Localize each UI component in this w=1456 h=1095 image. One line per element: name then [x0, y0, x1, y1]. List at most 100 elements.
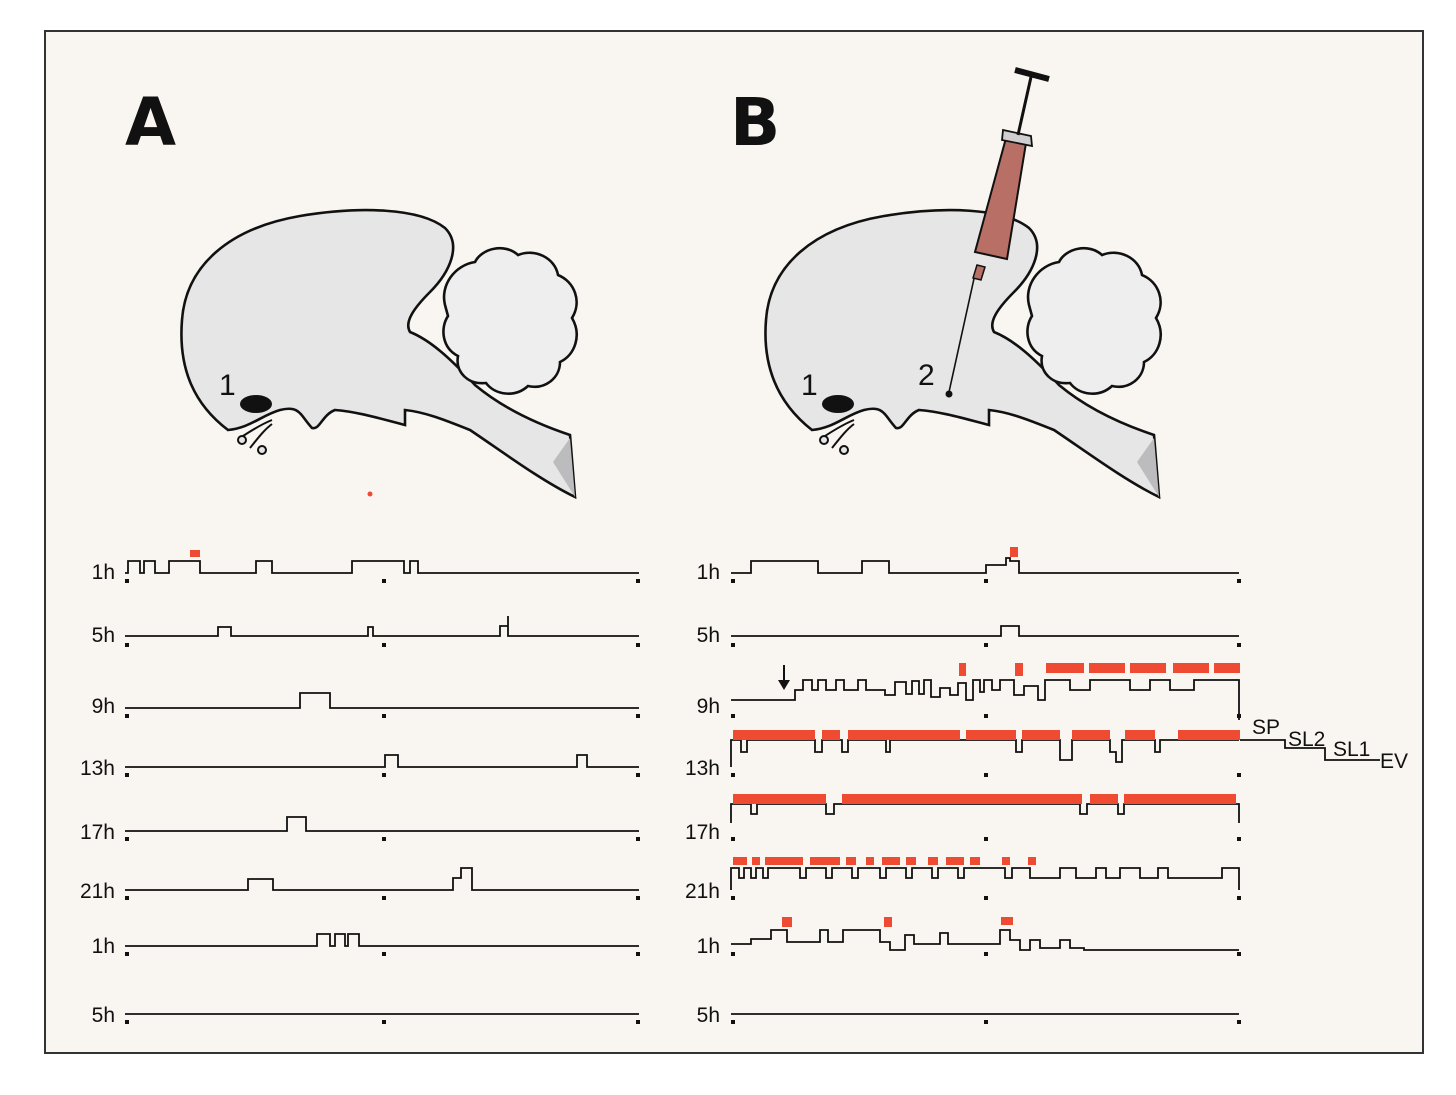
row-label: 1h	[697, 561, 720, 584]
site-label-2: 2	[918, 359, 935, 392]
trace-row	[125, 817, 639, 831]
trace-marker	[636, 896, 640, 900]
highlight-mark	[1015, 663, 1023, 676]
trace-marker	[125, 643, 129, 647]
trace-marker	[125, 714, 129, 718]
trace-marker	[382, 837, 386, 841]
highlight-mark	[1022, 730, 1060, 740]
row-label: 5h	[92, 624, 115, 647]
trace-marker	[984, 952, 988, 956]
row-label: 1h	[92, 561, 115, 584]
trace-row	[125, 561, 639, 573]
row-labels-a: 1h 5h 9h 13h 17h 21h 1h 5h	[80, 561, 115, 1027]
trace-marker	[984, 837, 988, 841]
site-label-1-b: 1	[801, 369, 818, 402]
trace-row	[125, 755, 639, 767]
trace-marker	[984, 896, 988, 900]
row-label: 21h	[80, 880, 115, 903]
trace-marker	[1237, 896, 1241, 900]
highlight-mark	[1173, 663, 1209, 673]
trace-marker	[731, 714, 735, 718]
trace-marker	[1237, 837, 1241, 841]
trace-marker	[1237, 1020, 1241, 1024]
trace-marker	[382, 896, 386, 900]
trace-row	[731, 930, 1239, 950]
trace-marker	[636, 837, 640, 841]
highlight-mark	[733, 730, 815, 740]
highlight-mark	[1072, 730, 1110, 740]
trace-marker	[731, 896, 735, 900]
trace-marker	[1237, 773, 1241, 777]
trace-marker	[125, 896, 129, 900]
highlight-mark	[752, 857, 760, 865]
trace-marker	[382, 714, 386, 718]
brain-diagram-icon-b	[765, 210, 1160, 497]
trace-marker	[382, 1020, 386, 1024]
highlight-mark	[822, 730, 840, 740]
trace-marker	[731, 579, 735, 583]
highlight-mark	[959, 663, 966, 676]
highlight-mark	[848, 730, 960, 740]
highlight-mark	[1090, 794, 1118, 804]
trace-marker	[731, 952, 735, 956]
highlight-mark	[846, 857, 856, 865]
trace-marker	[984, 1020, 988, 1024]
trace-marker	[984, 579, 988, 583]
stage-label-sl1: SL1	[1333, 738, 1370, 761]
highlight-marks-b	[733, 547, 1240, 927]
highlight-mark	[1046, 663, 1084, 673]
trace-row	[125, 616, 639, 636]
site-1-marker-a	[240, 395, 272, 413]
trace-row	[125, 693, 639, 708]
row-label: 5h	[92, 1004, 115, 1027]
highlight-mark	[884, 917, 892, 927]
row-label: 17h	[685, 821, 720, 844]
site-label-1-a: 1	[219, 369, 236, 402]
stray-dot	[368, 492, 373, 497]
row-labels-b: 1h 5h 9h 13h 17h 21h 1h 5h	[685, 561, 720, 1027]
trace-row	[731, 868, 1239, 890]
row-label: 9h	[697, 695, 720, 718]
trace-row	[731, 558, 1239, 573]
highlight-mark	[1028, 857, 1036, 865]
row-label: 1h	[92, 935, 115, 958]
highlight-mark	[966, 730, 1016, 740]
highlight-mark	[1089, 663, 1125, 673]
highlight-mark	[1130, 663, 1166, 673]
trace-marker	[1237, 643, 1241, 647]
trace-row	[731, 626, 1239, 636]
trace-marker	[731, 773, 735, 777]
trace-marker	[382, 773, 386, 777]
highlight-mark	[782, 917, 792, 927]
highlight-mark	[842, 794, 1082, 804]
trace-marker	[125, 952, 129, 956]
trace-marker	[731, 837, 735, 841]
trace-row	[731, 740, 1239, 767]
highlight-mark	[1124, 794, 1236, 804]
highlight-mark	[928, 857, 938, 865]
trace-marker	[1237, 579, 1241, 583]
trace-marker	[1237, 952, 1241, 956]
arrow-down-icon	[778, 665, 790, 690]
row-label: 1h	[697, 935, 720, 958]
trace-row	[125, 868, 639, 890]
highlight-mark	[1001, 917, 1013, 925]
hypnogram-traces-b	[731, 547, 1240, 1014]
stage-label-sp: SP	[1252, 716, 1280, 739]
trace-row	[125, 934, 639, 946]
highlight-mark	[906, 857, 916, 865]
trace-row	[731, 804, 1239, 823]
panel-letter-a: A	[125, 84, 176, 161]
trace-marker	[984, 643, 988, 647]
highlight-mark	[733, 794, 826, 804]
highlight-mark	[765, 857, 803, 865]
trace-marker	[382, 952, 386, 956]
trace-marker	[636, 1020, 640, 1024]
trace-marker	[984, 714, 988, 718]
trace-marker	[636, 714, 640, 718]
highlight-mark	[970, 857, 980, 865]
row-label: 9h	[92, 695, 115, 718]
stage-label-ev: EV	[1380, 750, 1408, 773]
highlight-mark	[882, 857, 900, 865]
